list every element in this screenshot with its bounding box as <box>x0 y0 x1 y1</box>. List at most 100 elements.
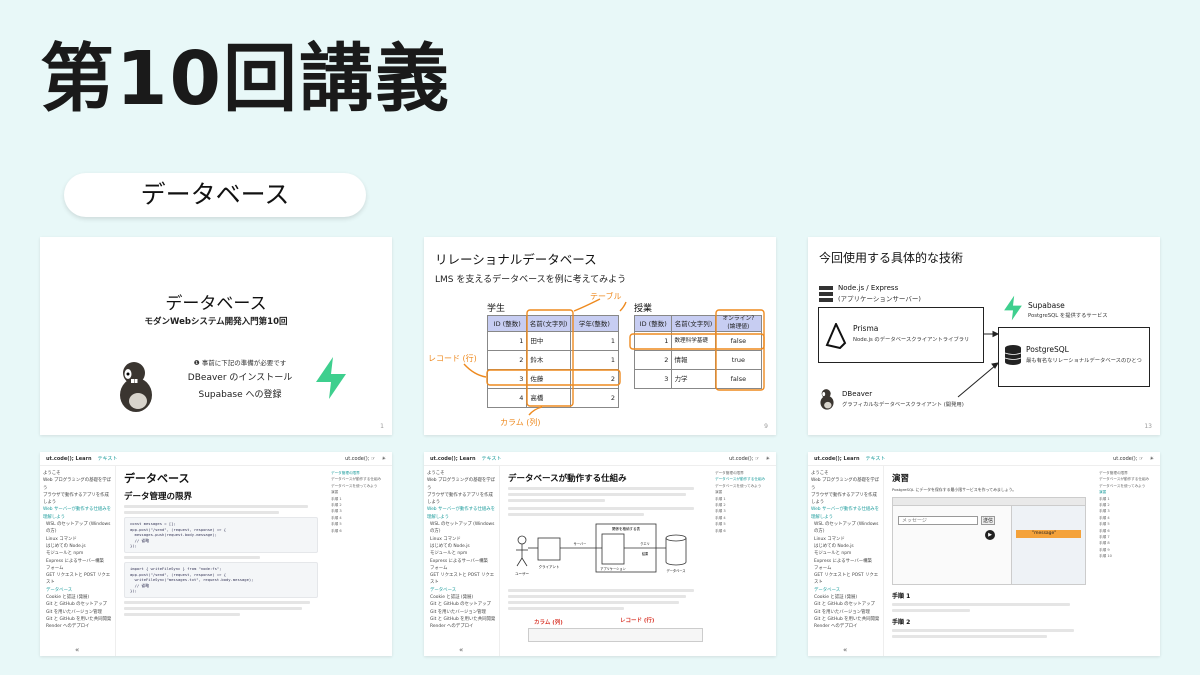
sidebar-item[interactable]: ブラウザで動作するアプリを作成しよう <box>43 492 109 506</box>
brand[interactable]: ut.code(); Learn <box>46 455 92 462</box>
toc-item[interactable]: データ管理の限界 <box>331 471 360 475</box>
toc-item[interactable]: 手順 2 <box>331 503 342 508</box>
sidebar-item[interactable]: Web プログラミングの基礎を学ぼう <box>43 478 112 491</box>
sidebar-item[interactable]: ブラウザで動作するアプリを作成しよう <box>427 492 493 506</box>
toc-item[interactable]: 手順 4 <box>1099 515 1110 520</box>
sidebar-item[interactable]: Linux コマンド <box>46 536 77 542</box>
sidebar-item-current[interactable]: データベース <box>430 587 457 593</box>
play-icon[interactable]: ▶ <box>985 529 995 540</box>
sidebar-item[interactable]: モジュールと npm <box>814 551 852 557</box>
theme-toggle-icon[interactable]: ☀ <box>381 455 386 462</box>
sidebar-item[interactable]: Git と GitHub のセットアップ <box>46 602 107 608</box>
sidebar-item[interactable]: WSL のセットアップ (Windows の方) <box>430 522 495 535</box>
slide-thumbnail-tech-stack[interactable]: 今回使用する具体的な技術 Node.js / Express (アプリケーション… <box>808 237 1160 435</box>
toc-item[interactable]: データベースが動作する仕組み <box>1099 477 1150 482</box>
sidebar-item[interactable]: ようこそ <box>427 471 445 476</box>
sidebar-item[interactable]: はじめての Node.js <box>46 543 86 549</box>
sidebar-item[interactable]: フォーム <box>430 565 448 571</box>
sidebar-item-current[interactable]: データベース <box>814 587 841 593</box>
nav-text-link[interactable]: テキスト <box>481 456 502 462</box>
slide-thumbnail-title[interactable]: データベース モダンWebシステム開発入門第10回 ❶ 事前に下記の準備が必要で… <box>40 237 392 435</box>
sidebar-item-active[interactable]: Web サーバーが動作する仕組みを理解しよう <box>427 507 496 520</box>
sidebar-item[interactable]: Express によるサーバー構築 <box>46 558 104 564</box>
toc-item[interactable]: 手順 3 <box>715 509 726 514</box>
nav-text-link[interactable]: テキスト <box>97 456 118 462</box>
brand[interactable]: ut.code(); Learn <box>814 455 860 462</box>
toc-item[interactable]: 手順 2 <box>1099 503 1110 508</box>
sidebar-item-active[interactable]: Web サーバーが動作する仕組みを理解しよう <box>43 507 112 520</box>
sidebar-item[interactable]: Git と GitHub を用いた共同開発 <box>814 616 880 622</box>
sidebar-item[interactable]: Git を用いたバージョン管理 <box>814 609 870 615</box>
sidebar-item[interactable]: Web プログラミングの基礎を学ぼう <box>427 478 496 491</box>
toc-item[interactable]: 手順 3 <box>331 509 342 514</box>
sidebar-item[interactable]: Git と GitHub のセットアップ <box>814 602 875 608</box>
toc-item[interactable]: 手順 7 <box>1099 535 1110 540</box>
toc-item[interactable]: データベースを使ってみよう <box>715 483 762 488</box>
sidebar-item[interactable]: Linux コマンド <box>430 536 461 542</box>
toc-item[interactable]: 手順 6 <box>1099 528 1110 533</box>
brand-right[interactable]: ut.code(); ☞ <box>1113 455 1144 462</box>
toc-item[interactable]: データベースを使ってみよう <box>331 483 378 488</box>
toc-item[interactable]: 演習 <box>331 490 339 495</box>
toc-item[interactable]: データベースを使ってみよう <box>1099 483 1146 488</box>
sidebar-item[interactable]: Express によるサーバー構築 <box>814 558 872 564</box>
nav-text-link[interactable]: テキスト <box>865 456 886 462</box>
toc-item[interactable]: 手順 5 <box>715 522 726 527</box>
toc-item[interactable]: 手順 6 <box>331 528 342 533</box>
sidebar-item[interactable]: Render へのデプロイ <box>430 624 474 630</box>
sidebar-item[interactable]: はじめての Node.js <box>814 543 854 549</box>
toc-item[interactable]: 手順 1 <box>715 496 726 501</box>
sidebar-item[interactable]: フォーム <box>46 565 64 571</box>
toc-item[interactable]: 手順 6 <box>715 528 726 533</box>
sidebar-item[interactable]: モジュールと npm <box>46 551 84 557</box>
toc-item[interactable]: 手順 8 <box>1099 541 1110 546</box>
toc-item[interactable]: 手順 2 <box>715 503 726 508</box>
theme-toggle-icon[interactable]: ☀ <box>765 455 770 462</box>
brand-right[interactable]: ut.code(); ☞ <box>345 455 376 462</box>
sidebar-item[interactable]: ようこそ <box>811 471 829 476</box>
sidebar-item[interactable]: ようこそ <box>43 471 61 476</box>
toc-item-active[interactable]: データベースが動作する仕組み <box>715 477 766 482</box>
toc-item[interactable]: データベースが動作する仕組み <box>331 477 382 482</box>
docs-screenshot-database[interactable]: ut.code(); Learn テキスト ut.code(); ☞ ☀ ようこそ We… <box>40 452 392 656</box>
toc-item[interactable]: 手順 9 <box>1099 547 1110 552</box>
sidebar-item[interactable]: フォーム <box>814 565 832 571</box>
toc-item[interactable]: データ管理の限界 <box>1099 471 1128 475</box>
sidebar-item[interactable]: GET リクエストと POST リクエスト <box>430 573 495 586</box>
sidebar-item[interactable]: WSL のセットアップ (Windows の方) <box>46 522 111 535</box>
slide-thumbnail-relational-db[interactable]: リレーショナルデータベース LMS を支えるデータベースを例に考えてみよう 学生… <box>424 237 776 435</box>
sidebar-item[interactable]: Git を用いたバージョン管理 <box>46 609 102 615</box>
sidebar-item[interactable]: Linux コマンド <box>814 536 845 542</box>
message-input[interactable]: メッセージ <box>898 515 978 525</box>
sidebar-item[interactable]: GET リクエストと POST リクエスト <box>46 573 111 586</box>
collapse-sidebar-button[interactable]: « <box>459 646 464 654</box>
sidebar-item[interactable]: Render へのデプロイ <box>814 624 858 630</box>
collapse-sidebar-button[interactable]: « <box>75 646 80 654</box>
sidebar-item[interactable]: はじめての Node.js <box>430 543 470 549</box>
sidebar-item[interactable]: Git を用いたバージョン管理 <box>430 609 486 615</box>
sidebar-item[interactable]: Git と GitHub を用いた共同開発 <box>430 616 496 622</box>
sidebar-item[interactable]: ブラウザで動作するアプリを作成しよう <box>811 492 877 506</box>
sidebar-item[interactable]: Render へのデプロイ <box>46 624 90 630</box>
toc-item[interactable]: 演習 <box>715 490 723 495</box>
toc-item[interactable]: 手順 1 <box>1099 496 1110 501</box>
toc-item-active[interactable]: 演習 <box>1099 490 1107 495</box>
sidebar-item[interactable]: Cookie と認証 (発展) <box>814 595 858 601</box>
toc-item[interactable]: 手順 4 <box>331 515 342 520</box>
toc-item[interactable]: 手順 3 <box>1099 509 1110 514</box>
toc-item[interactable]: 手順 5 <box>1099 522 1110 527</box>
toc-item[interactable]: 手順 10 <box>1099 554 1112 559</box>
toc-item[interactable]: 手順 4 <box>715 515 726 520</box>
toc-item[interactable]: 手順 5 <box>331 522 342 527</box>
sidebar-item-active[interactable]: Web サーバーが動作する仕組みを理解しよう <box>811 507 880 520</box>
collapse-sidebar-button[interactable]: « <box>843 646 848 654</box>
sidebar-item[interactable]: Cookie と認証 (発展) <box>430 595 474 601</box>
brand-right[interactable]: ut.code(); ☞ <box>729 455 760 462</box>
sidebar-item[interactable]: WSL のセットアップ (Windows の方) <box>814 522 879 535</box>
toc-item[interactable]: 手順 1 <box>331 496 342 501</box>
sidebar-item-current[interactable]: データベース <box>46 587 73 593</box>
sidebar-item[interactable]: Git と GitHub を用いた共同開発 <box>46 616 112 622</box>
send-button[interactable]: 送信 <box>981 515 995 525</box>
